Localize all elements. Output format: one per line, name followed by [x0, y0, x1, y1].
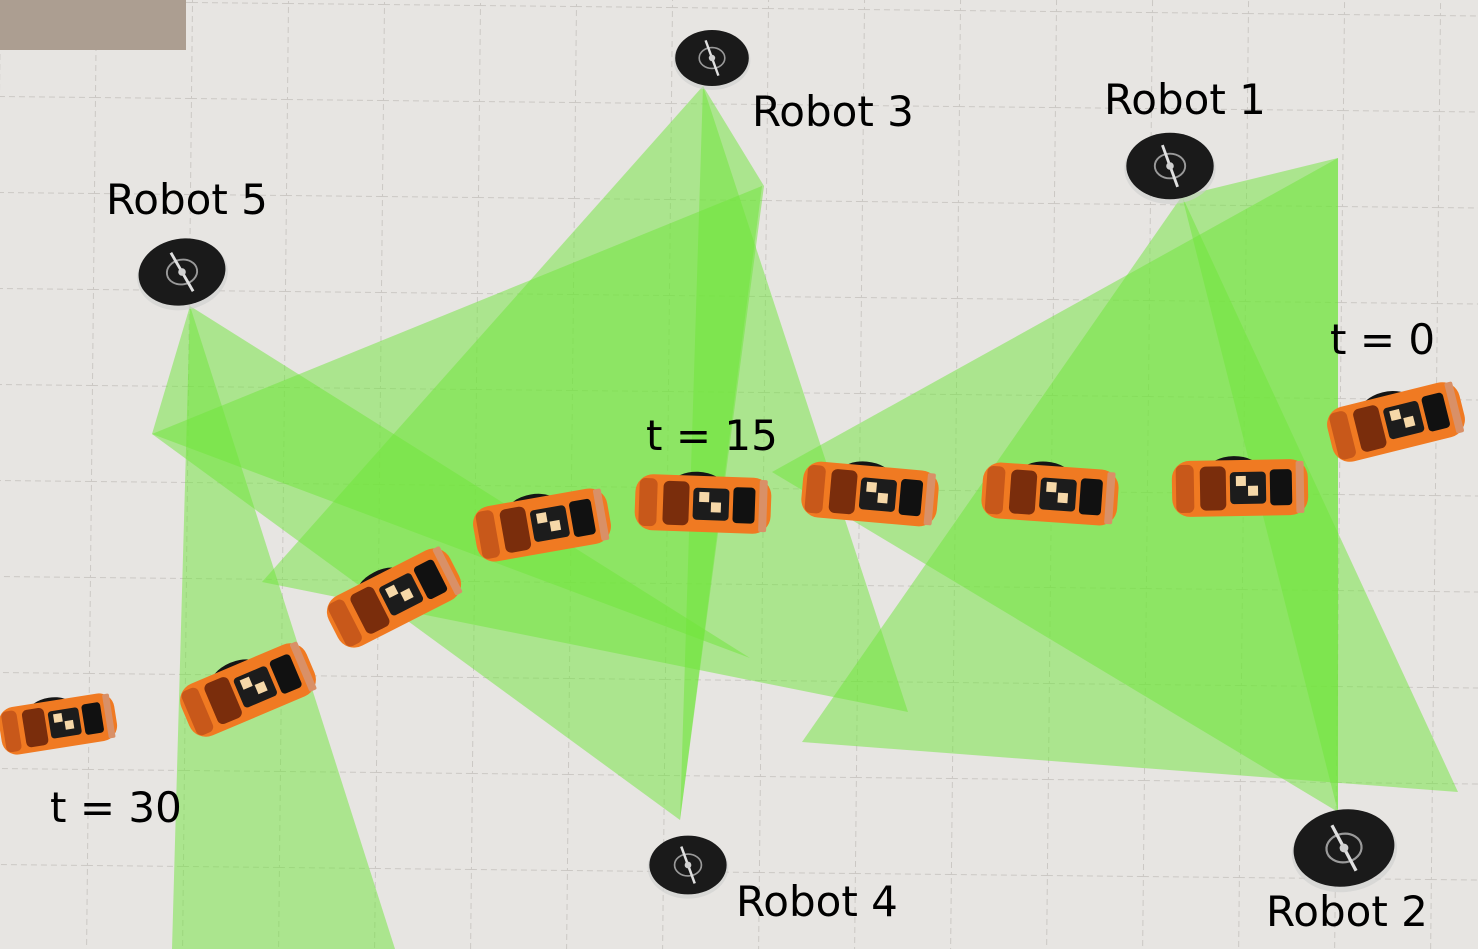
time-label-end: t = 30: [50, 783, 182, 832]
time-label-start: t = 0: [1330, 315, 1435, 364]
labels: Robot 3 Robot 1 Robot 5 Robot 4 Robot 2 …: [50, 75, 1435, 936]
floor-corner-tile: [0, 0, 186, 50]
car-step-8: [1171, 454, 1309, 518]
robot-1-icon: [1122, 131, 1218, 204]
robot-4-label: Robot 4: [736, 877, 898, 926]
robot-4-icon: [646, 834, 730, 901]
robot-1-label: Robot 1: [1104, 75, 1266, 124]
car-t15: [634, 469, 773, 535]
robot-2-label: Robot 2: [1266, 887, 1428, 936]
robot-4-field-of-view: [152, 186, 762, 820]
robot-3-label: Robot 3: [752, 87, 914, 136]
robot-5-label: Robot 5: [106, 175, 268, 224]
robot-3-icon: [672, 28, 752, 92]
time-label-middle: t = 15: [646, 411, 778, 460]
